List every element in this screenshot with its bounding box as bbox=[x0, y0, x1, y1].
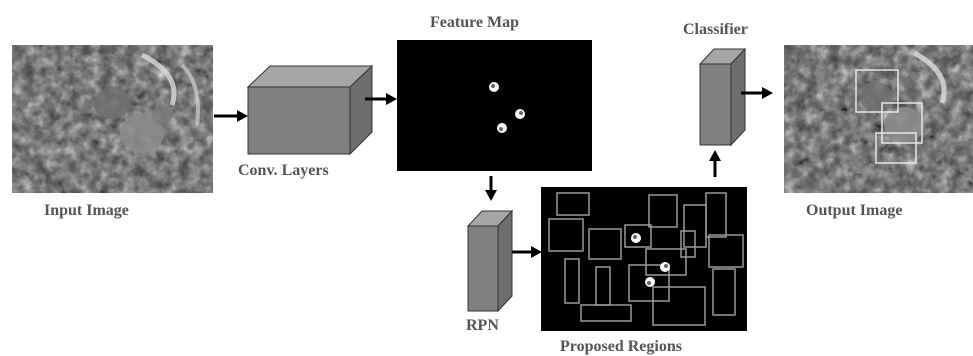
feature-activation-1 bbox=[489, 82, 499, 92]
region-activation-1 bbox=[631, 233, 641, 243]
region-box bbox=[588, 228, 622, 260]
region-box bbox=[708, 234, 744, 268]
region-box bbox=[648, 194, 678, 228]
region-box bbox=[680, 230, 696, 258]
region-box bbox=[705, 192, 727, 238]
detection-box bbox=[881, 102, 923, 144]
input-image-label: Input Image bbox=[44, 202, 129, 219]
region-box bbox=[624, 224, 652, 248]
arrow-classifier-to-output bbox=[740, 85, 774, 101]
arrow-conv-to-feature-map bbox=[364, 91, 398, 107]
proposed-regions-label: Proposed Regions bbox=[560, 338, 682, 355]
arrow-feature-map-to-rpn bbox=[483, 176, 499, 202]
feature-activation-2 bbox=[515, 109, 525, 119]
classifier-block bbox=[697, 44, 749, 148]
region-activation-2 bbox=[660, 262, 670, 272]
region-box bbox=[712, 268, 736, 316]
output-image-label: Output Image bbox=[806, 202, 903, 219]
feature-map-panel bbox=[397, 40, 592, 171]
conv-layers-label: Conv. Layers bbox=[238, 162, 329, 179]
region-box bbox=[595, 266, 611, 306]
proposed-regions-panel bbox=[541, 187, 747, 331]
conv-layers-block bbox=[244, 64, 376, 160]
region-box bbox=[564, 258, 580, 304]
region-box bbox=[580, 304, 632, 322]
region-box bbox=[652, 286, 706, 326]
classifier-label: Classifier bbox=[683, 21, 748, 38]
region-activation-3 bbox=[645, 277, 655, 287]
detection-box bbox=[875, 132, 917, 164]
input-image bbox=[12, 45, 213, 193]
feature-activation-3 bbox=[497, 123, 507, 133]
rpn-label: RPN bbox=[466, 317, 499, 334]
region-box bbox=[548, 218, 584, 252]
arrow-proposed-regions-to-classifier bbox=[707, 150, 723, 178]
region-box bbox=[645, 248, 687, 276]
arrow-input-to-conv bbox=[213, 108, 249, 124]
output-image bbox=[784, 45, 973, 193]
rpn-block bbox=[465, 206, 515, 314]
feature-map-label: Feature Map bbox=[430, 14, 520, 31]
detection-box bbox=[855, 69, 899, 113]
region-box bbox=[628, 264, 670, 302]
region-box bbox=[556, 192, 590, 216]
arrow-rpn-to-proposed-regions bbox=[511, 244, 543, 260]
